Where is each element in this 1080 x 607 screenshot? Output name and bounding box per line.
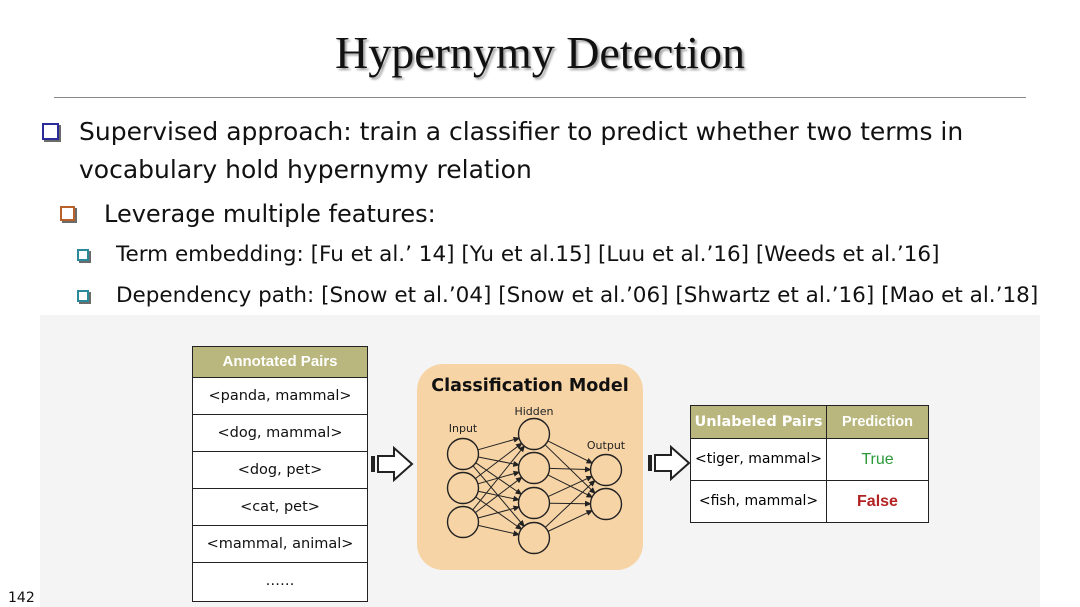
nn-arrowhead [518,520,525,528]
nn-connection [547,477,590,497]
nn-arrowhead [588,479,596,487]
nn-arrowhead [512,505,521,512]
nn-arrowhead [515,476,523,484]
nn-connection [477,438,517,451]
prediction-value: True [861,451,894,468]
output-node [589,487,623,521]
prediction-value: False [857,493,898,510]
prediction-header: Prediction [842,414,913,430]
annotated-pairs-table: Annotated Pairs <panda, mammal> <dog, ma… [192,346,368,602]
nn-arrowhead [512,530,521,537]
input-node [446,505,480,539]
nn-arrowhead [515,442,523,450]
nn-arrowhead [585,510,594,516]
bullet-sub: Leverage multiple features: [104,200,436,228]
checkbox-bullet-icon [77,249,89,261]
bullet-term-embedding: Term embedding: [Fu et al.’ 14] [Yu et a… [116,242,940,267]
hidden-node [517,417,551,451]
nn-connection [478,456,516,465]
table-row: <fish, mammal> False [691,481,928,522]
nn-arrowhead [518,445,526,453]
nn-arrowhead [585,457,594,464]
unlabeled-pairs-header: Unlabeled Pairs [691,406,827,438]
checkbox-bullet-icon [42,123,59,140]
title-divider [54,97,1026,98]
nn-connection [475,462,520,493]
hidden-node [517,521,551,555]
nn-arrowhead [512,461,521,467]
nn-arrowhead [584,500,592,507]
nn-connection [477,472,517,485]
unlabeled-pairs-table: Unlabeled Pairs Prediction <tiger, mamma… [690,405,929,523]
layer-label-hidden: Hidden [514,405,553,418]
nn-arrowhead [512,470,521,477]
nn-connection [475,496,520,528]
unlabeled-pair: <fish, mammal> [691,481,827,522]
right-arrow-icon [648,445,691,481]
classification-model-title: Classification Model [431,376,629,396]
right-arrow-icon [371,446,414,482]
nn-arrowhead [585,475,594,482]
table-row: <dog, mammal> [193,415,367,452]
nn-arrowhead [512,436,521,443]
table-row: <cat, pet> [193,489,367,526]
nn-arrowhead [515,523,523,530]
annotated-pairs-header: Annotated Pairs [193,347,367,378]
slide-title: Hypernymy Detection [334,27,746,78]
table-row: <panda, mammal> [193,378,367,415]
bullet-main: Supervised approach: train a classifier … [79,117,964,184]
bullet-dependency-path: Dependency path: [Snow et al.’04] [Snow … [116,283,1039,308]
nn-connection [475,478,520,514]
nn-connection [549,467,588,470]
input-node [446,471,480,505]
table-row: …… [265,573,295,589]
nn-connection [547,511,590,532]
nn-connection [478,490,517,500]
nn-connection [547,474,590,497]
nn-connection [475,444,520,480]
unlabeled-pair: <tiger, mammal> [691,439,827,480]
checkbox-bullet-icon [77,290,89,302]
hidden-node [517,486,551,520]
nn-arrowhead [588,487,596,495]
layer-label-input: Input [449,422,478,435]
nn-arrowhead [584,466,592,473]
checkbox-bullet-icon [60,206,75,221]
nn-connection [544,444,594,492]
hidden-node [517,451,551,485]
nn-connection [472,448,523,511]
nn-connection [549,502,588,505]
nn-connection [547,440,590,463]
nn-arrowhead [512,495,521,502]
table-row: <tiger, mammal> True [691,439,928,481]
nn-connection [478,524,517,535]
output-node [589,453,623,487]
layer-label-output: Output [587,439,626,452]
nn-connection [544,482,593,528]
table-row: <mammal, animal> [193,526,367,563]
nn-arrowhead [585,491,594,498]
table-row: <dog, pet> [193,452,367,489]
page-number: 142 [8,590,35,606]
nn-connection [477,507,517,519]
neural-network-diagram: Input Hidden Output [446,405,626,555]
nn-arrowhead [515,488,523,495]
classification-model-box: Classification Model Input Hidden Output [417,364,643,570]
input-node [446,437,480,471]
